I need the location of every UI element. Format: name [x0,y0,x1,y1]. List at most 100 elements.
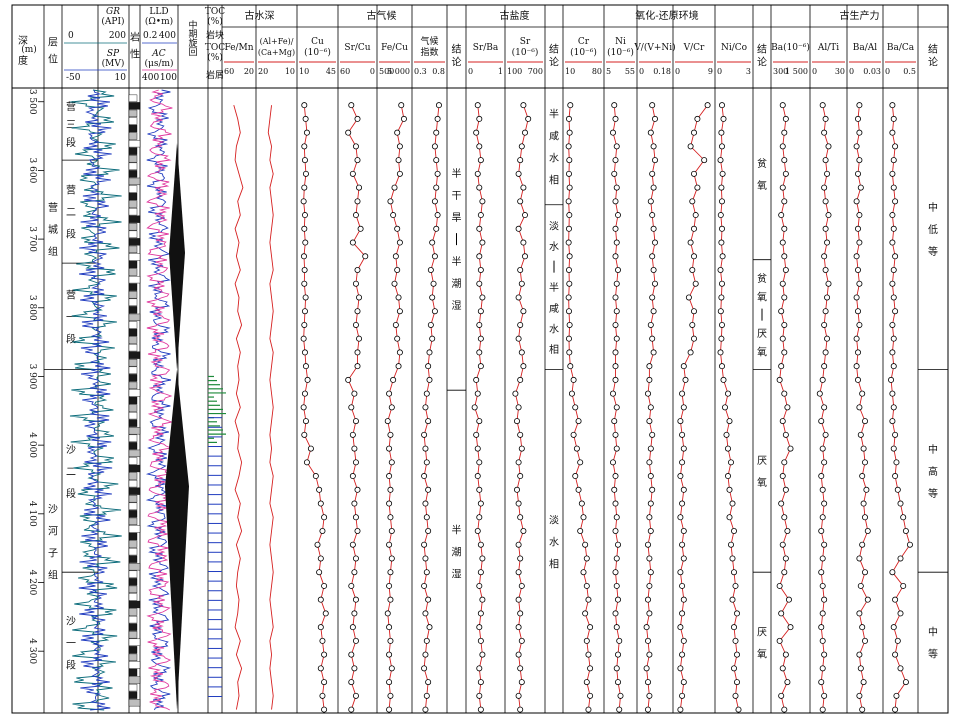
data-point-sr_ba [474,473,481,480]
data-point-ni [612,610,619,617]
data-point-ba_al [860,500,867,507]
data-point-ba_al [856,610,863,617]
productivity-conclusion-2-char: 等 [928,648,938,661]
productivity-conclusion-1-char: 中 [928,443,938,456]
data-point-sr_ba [477,569,484,576]
data-point-sr_ba [476,253,483,260]
data-point-climate [421,582,428,589]
data-point-cu [321,514,328,521]
data-point-fe_cu [391,280,398,287]
data-point-al_ti [819,665,826,672]
redox-conclusion-1-char: 贫 [757,272,767,285]
lithology-block [128,578,138,586]
data-point-sr_cu [352,459,359,466]
data-point-al_ti [825,280,832,287]
data-point-climate [426,349,433,356]
data-point-cu [321,582,328,589]
data-point-climate [422,651,429,658]
productivity-conclusion-0-char: 中 [928,201,938,214]
data-point-cr [587,692,594,699]
lithology-block [128,351,141,359]
series-line-alfe_camg [267,105,274,710]
ac-min: 400 [142,73,159,83]
track-label-v_vni: V/(V+Ni) [633,42,675,53]
lithology-block [128,170,138,178]
data-point-ba_ca [890,335,897,342]
data-point-v_vni [650,225,657,232]
data-point-ba_ca [892,596,899,603]
data-point-v_vni [645,637,652,644]
lithology-block [128,291,138,299]
data-point-al_ti [821,321,828,328]
data-point-ni [613,445,620,452]
data-point-ba_ca [890,225,897,232]
productivity-conclusion-0-char: 低 [928,223,938,236]
data-point-sr [515,335,522,342]
toc-label: TOC [205,7,225,17]
data-point-v_cr [694,115,701,122]
data-point-sr_ba [476,459,483,466]
data-point-ba [776,376,783,383]
track-max-sr_ba: 1 [498,67,503,76]
data-point-v_cr [701,157,708,164]
data-point-cr [566,321,573,328]
data-point-cu [301,321,308,328]
redox-conclusion-1-char: 氧 [757,290,767,303]
member-3-char: 段 [66,487,76,500]
data-point-ni_co [719,253,726,260]
data-point-sr_cu [354,115,361,122]
data-point-al_ti [818,569,825,576]
track-min-v_cr: 0 [675,67,680,76]
data-point-v_vni [650,308,657,315]
data-point-v_cr [685,294,692,301]
data-point-cu [301,280,308,287]
data-point-ba_ca [897,555,904,562]
data-point-cr [575,418,582,425]
track-min-v_vni: 0 [639,67,644,76]
lithology-block [128,215,141,223]
data-point-ni_co [734,610,741,617]
track-label-v_cr: V/Cr [683,43,705,53]
data-point-sr [518,143,525,150]
salinity-conclusion-1-char: 半 [549,281,559,294]
data-point-ba_al [857,184,864,191]
lithology-block [128,185,138,193]
data-point-ba [781,706,788,713]
data-point-fe_cu [398,102,405,109]
data-point-fe_cu [390,376,397,383]
data-point-sr [518,582,525,589]
data-point-ni [611,102,618,109]
data-point-cu [302,239,309,246]
data-point-v_vni [647,527,654,534]
data-point-v_vni [650,184,657,191]
data-point-sr_cu [351,569,358,576]
data-point-ba_ca [897,610,904,617]
data-point-v_cr [687,143,694,150]
data-point-sr_cu [354,267,361,274]
data-point-ba [779,102,786,109]
data-point-cu [301,431,308,438]
lithology-block [128,389,141,397]
data-point-fe_cu [387,569,394,576]
data-point-sr_ba [477,637,484,644]
data-point-ni [613,404,620,411]
depth-tick-label: 4 000 [27,432,37,458]
lithology-block [128,162,138,170]
lithology-block [128,283,138,291]
data-point-ba_al [853,294,860,301]
track-min-al_ti: 0 [812,67,817,76]
track-label-alfe_camg: (Al+Fe)/ [260,37,294,46]
data-point-climate [434,170,441,177]
data-point-ba [782,115,789,122]
data-point-cu [301,349,308,356]
data-point-fe_cu [384,418,391,425]
data-point-ba_al [856,157,863,164]
data-point-ba_ca [890,115,897,122]
data-point-ba [787,445,794,452]
track-min-ni: 5 [606,67,611,76]
data-point-v_vni [646,459,653,466]
data-point-cr [583,679,590,686]
lithology-block [128,155,138,163]
data-point-fe_cu [387,637,394,644]
